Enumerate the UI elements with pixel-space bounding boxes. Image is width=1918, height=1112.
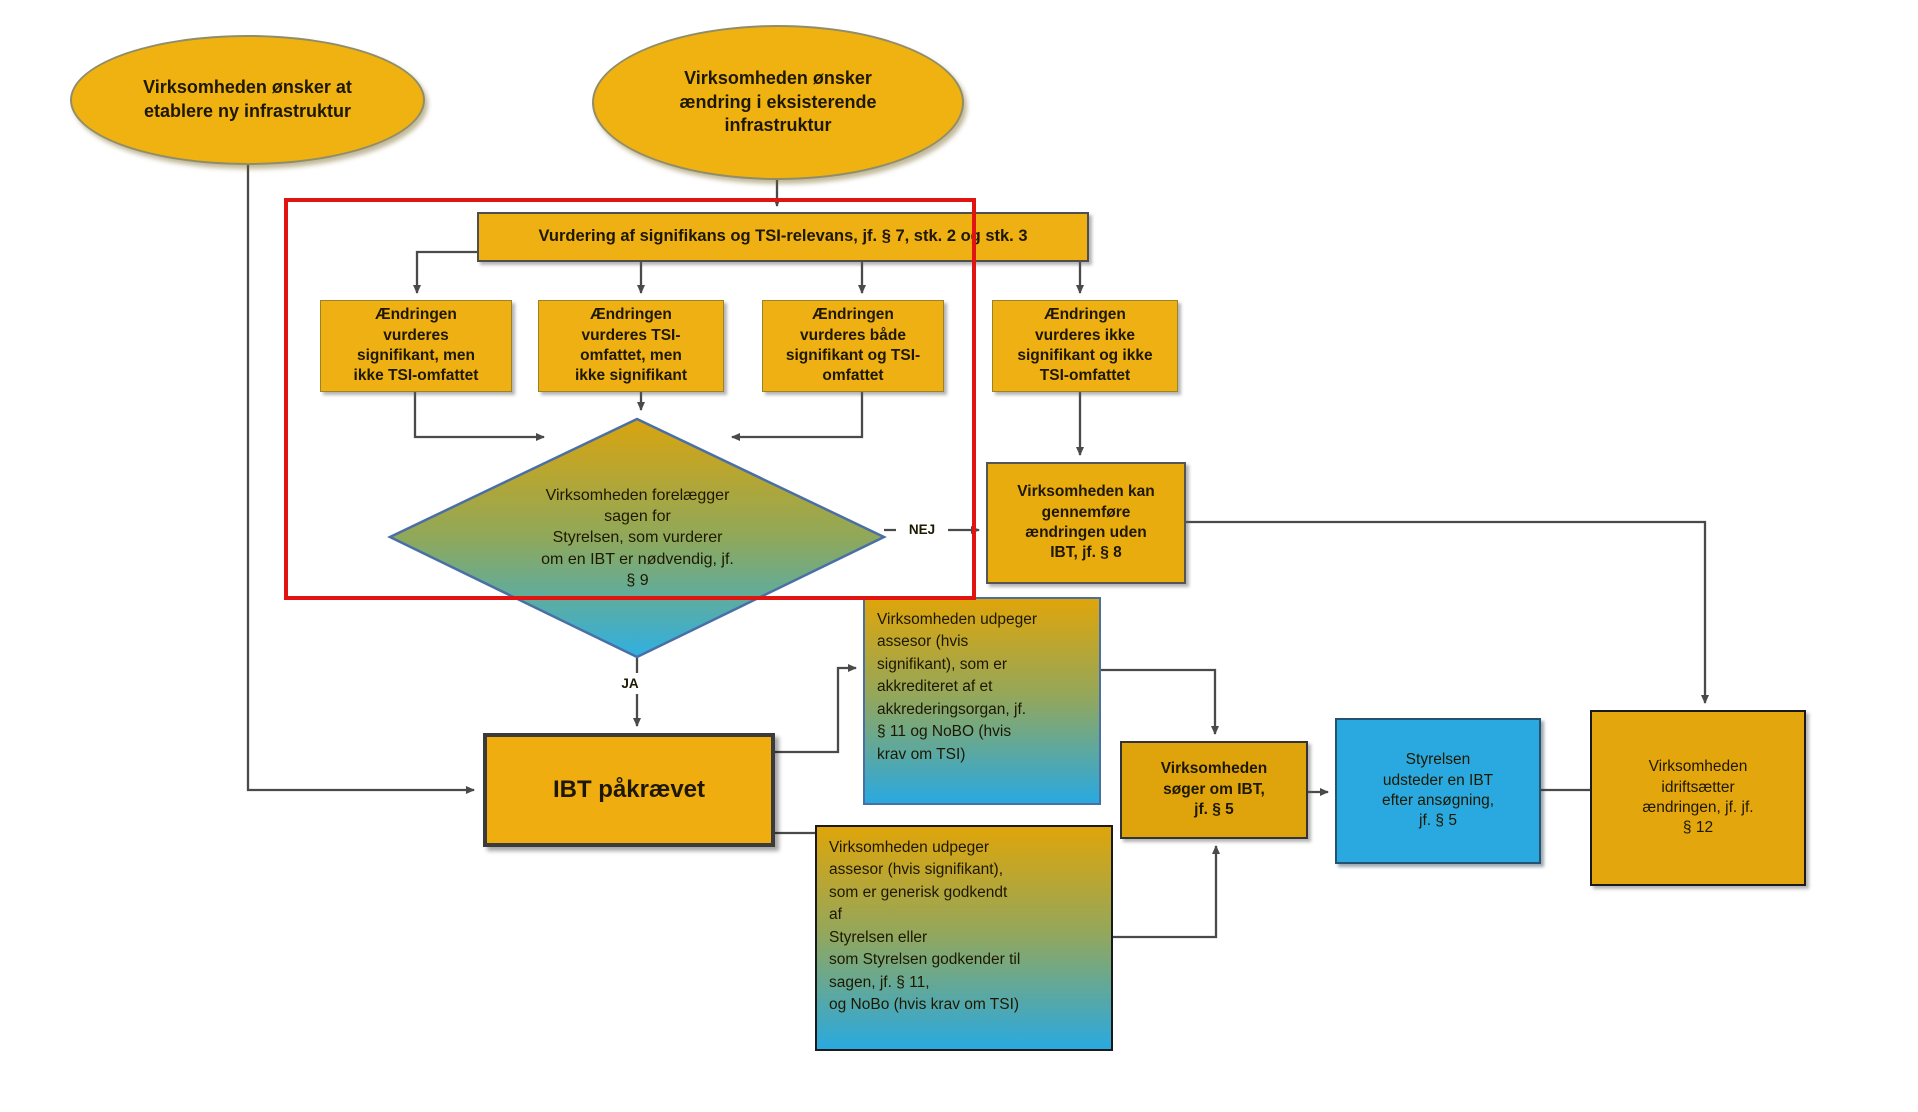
edge-assessor-accredited-to-apply — [1101, 668, 1219, 735]
edge-noibt-to-commission — [1186, 520, 1709, 704]
node-decision-text: Virksomheden forelægger sagen for Styrel… — [541, 487, 734, 589]
node-ibt-required: IBT påkrævet — [483, 733, 775, 847]
decision-diamond-shape — [387, 417, 887, 659]
node-start-change-infrastructure: Virksomheden ønsker ændring i eksisteren… — [592, 25, 964, 180]
node-commission-change: Virksomheden idriftsætter ændringen, jf.… — [1590, 710, 1806, 886]
node-assessor-generic: Virksomheden udpeger assesor (hvis signi… — [815, 825, 1113, 1051]
node-no-ibt-needed: Virksomheden kan gennemføre ændringen ud… — [986, 462, 1186, 584]
node-issue-ibt: Styrelsen udsteder en IBT efter ansøgnin… — [1335, 718, 1541, 864]
node-start-new-infrastructure: Virksomheden ønsker at etablere ny infra… — [70, 35, 425, 165]
edge-label-ja: JA — [612, 673, 648, 694]
edge-ibtrequired-to-assessor-accredited — [775, 664, 857, 754]
node-tsi-not-significant: Ændringen vurderes TSI- omfattet, men ik… — [538, 300, 724, 392]
node-significant-not-tsi: Ændringen vurderes signifikant, men ikke… — [320, 300, 512, 392]
node-apply-ibt: Virksomheden søger om IBT, jf. § 5 — [1120, 741, 1308, 839]
node-both-significant-tsi: Ændringen vurderes både signifikant og T… — [762, 300, 944, 392]
node-assessor-accredited: Virksomheden udpeger assesor (hvis signi… — [863, 597, 1101, 805]
edge-newinfra-to-ibtrequired — [246, 163, 475, 794]
edge-assessor-generic-to-apply — [1113, 845, 1220, 939]
edge-b1-to-decision — [413, 392, 545, 441]
node-neither-significant-tsi: Ændringen vurderes ikke signifikant og i… — [992, 300, 1178, 392]
node-assessment: Vurdering af signifikans og TSI-relevans… — [477, 212, 1089, 262]
edge-assessment-to-b1 — [413, 250, 477, 294]
edge-label-nej: NEJ — [896, 518, 948, 540]
edge-b3-to-decision — [731, 392, 864, 441]
